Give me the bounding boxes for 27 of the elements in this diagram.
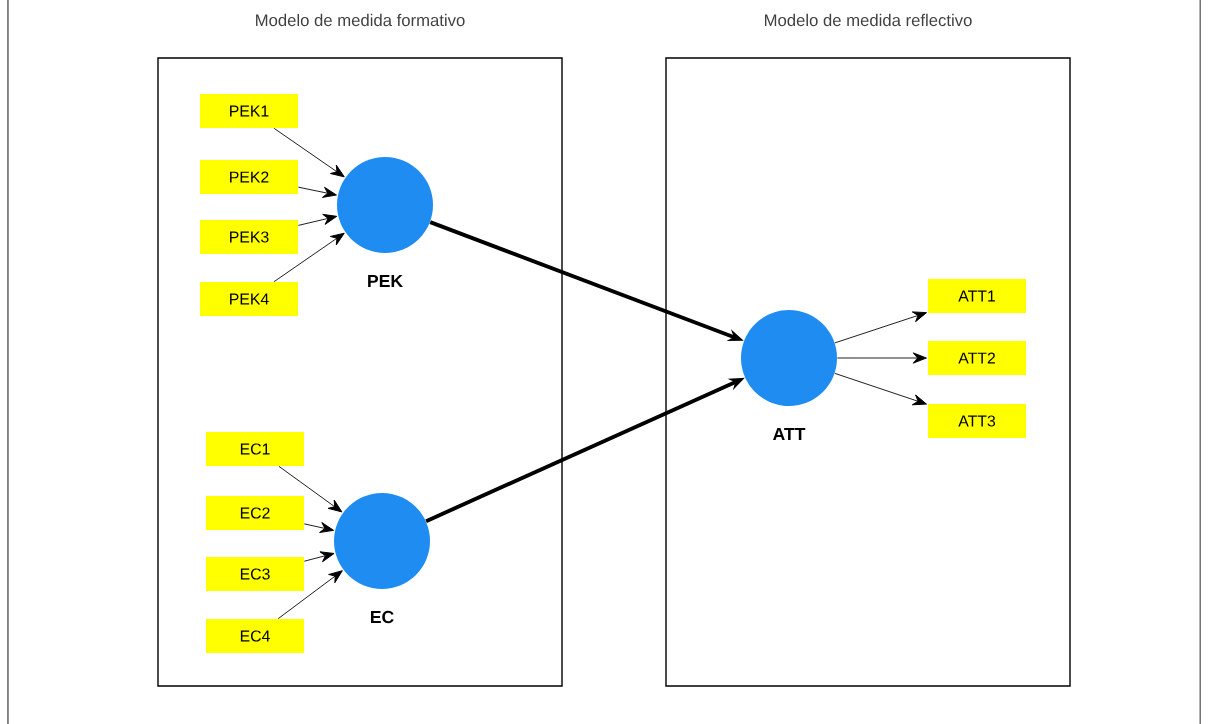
indicator-box: EC1 xyxy=(206,432,304,466)
arrow xyxy=(303,551,335,563)
panel-title: Modelo de medida formativo xyxy=(256,13,465,27)
construct-label: EC xyxy=(371,610,394,624)
indicator-box: ATT2 xyxy=(928,341,1026,375)
arrow xyxy=(297,186,337,198)
indicator-box: ATT3 xyxy=(928,404,1026,438)
indicator-box: EC2 xyxy=(206,496,304,530)
arrow xyxy=(273,232,345,283)
arrow xyxy=(834,372,927,406)
arrow xyxy=(273,127,345,178)
indicator-box: ATT1 xyxy=(928,279,1026,313)
arrow xyxy=(303,522,335,533)
construct-label: ATT xyxy=(773,427,806,441)
indicator-box: PEK2 xyxy=(200,160,298,194)
panel-title: Modelo de medida reflectivo xyxy=(765,13,972,27)
indicator-box: PEK4 xyxy=(200,282,298,316)
arrow xyxy=(836,352,927,364)
indicator-box: PEK1 xyxy=(200,94,298,128)
indicator-box: PEK3 xyxy=(200,220,298,254)
arrow xyxy=(297,213,338,226)
arrow xyxy=(277,570,343,620)
indicator-box: EC3 xyxy=(206,557,304,591)
arrow xyxy=(834,311,927,344)
construct-label: PEK xyxy=(368,274,403,288)
indicator-box: EC4 xyxy=(206,619,304,653)
arrow xyxy=(278,465,343,513)
